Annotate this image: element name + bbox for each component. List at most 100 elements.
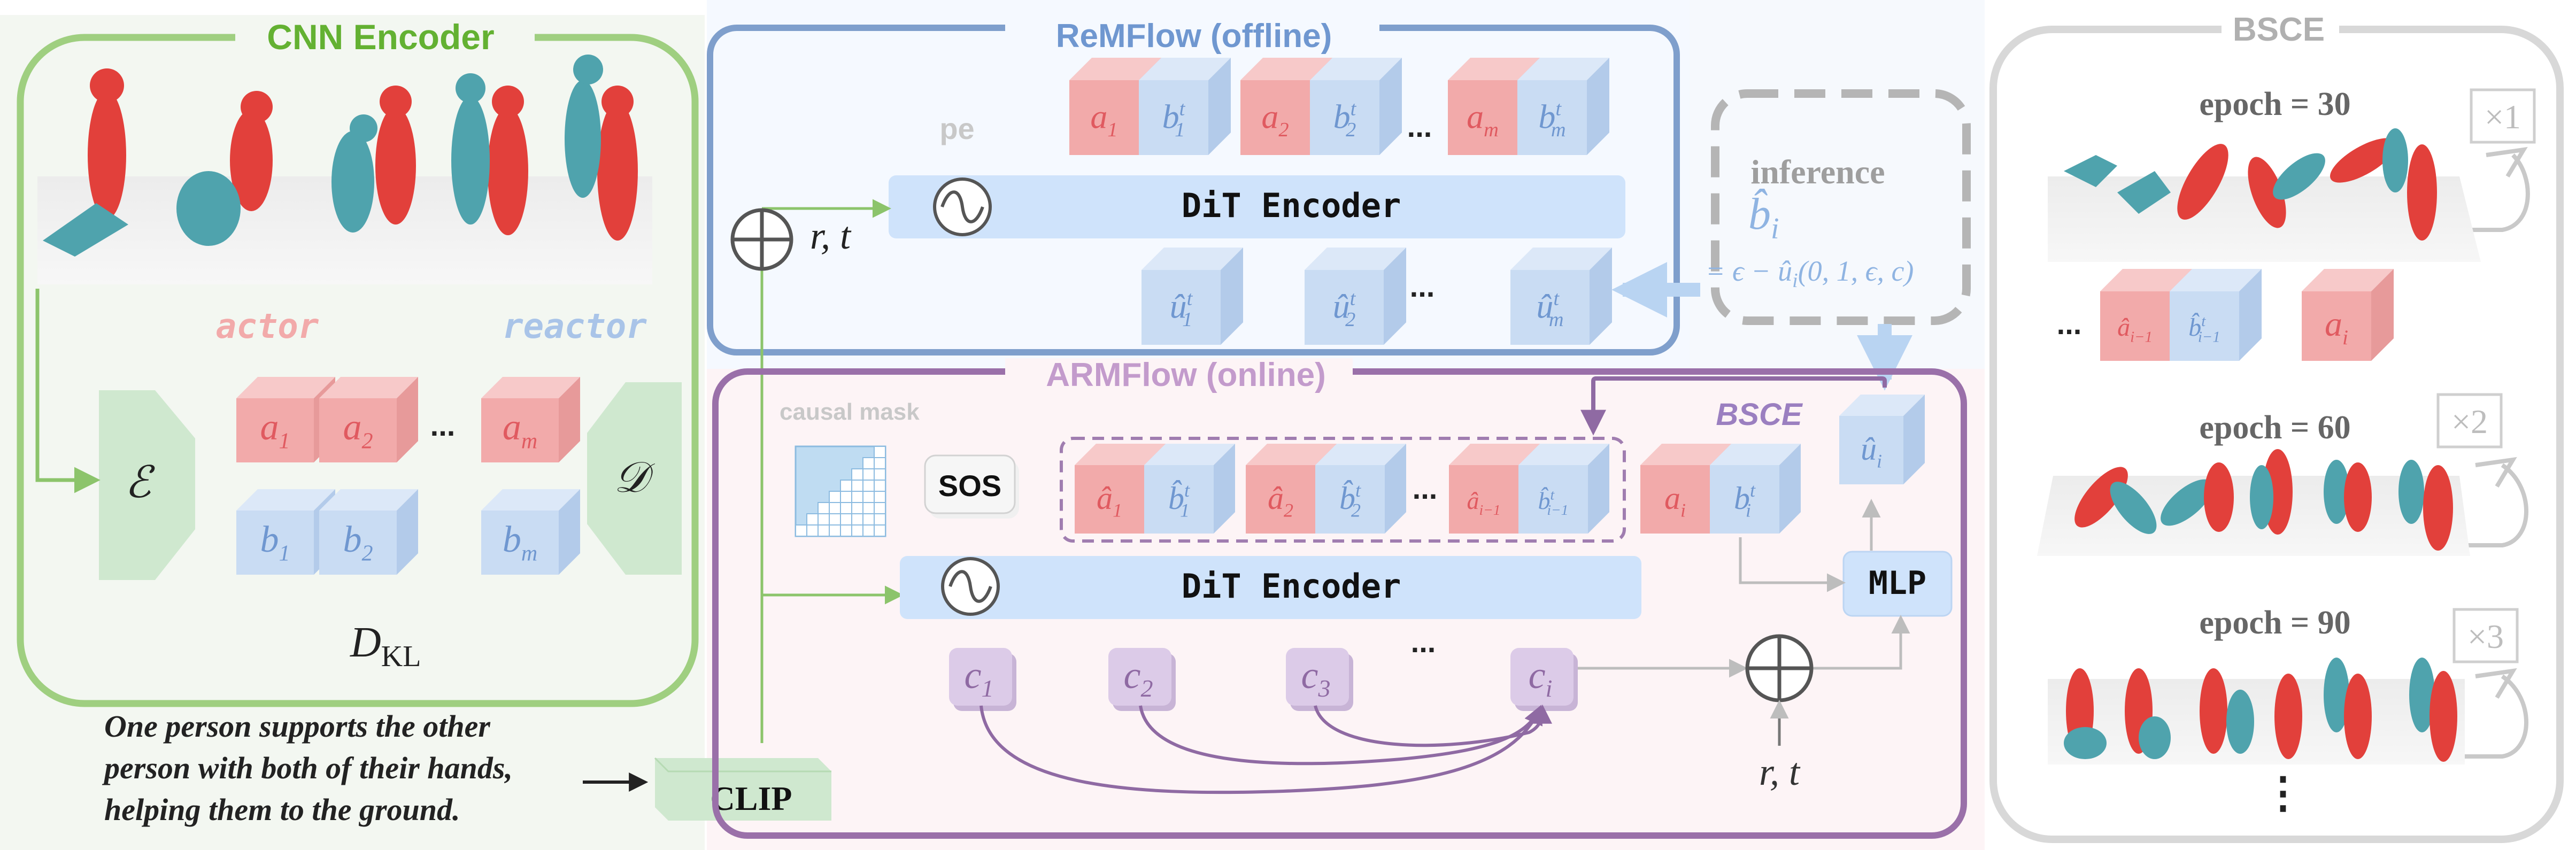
cnn-reactor-cube-1-label: b1 — [260, 519, 290, 566]
armflow-sinusoid-icon — [941, 557, 1000, 616]
epoch-60-label: epoch = 60 — [2199, 409, 2350, 446]
cnn-reactor-cube-3: bm — [481, 489, 580, 575]
remflow-dit-encoder-label: DiT Encoder — [1182, 186, 1401, 225]
bsce-label: BSCE — [1716, 397, 1803, 432]
inference-label: inference — [1750, 153, 1885, 191]
bsce-token-1-label: âi−1 — [2117, 313, 2153, 346]
remflow-sinusoid-icon — [933, 177, 992, 236]
armflow-output-cube-label: ûi — [1861, 431, 1882, 472]
vae-encoder-symbol: ℰ — [125, 458, 155, 507]
cnn-motion-figures — [43, 55, 638, 257]
remflow-token-3-label: a2 — [1261, 98, 1289, 141]
remflow-token-5-label: am — [1467, 98, 1499, 141]
vae-decoder-block — [587, 382, 682, 575]
cnn-actor-cube-3-label: am — [503, 407, 537, 454]
remflow-title: ReMFlow (offline) — [1056, 18, 1332, 55]
epoch-60-motion — [2037, 449, 2470, 556]
cnn-encoder-panel: CNN Encoder actor reactor ℰ 𝒟 a1b1a2b2am… — [17, 17, 699, 707]
repeat-x2: ×2 — [2436, 393, 2528, 547]
armflow-window-ellipsis: ... — [1413, 472, 1438, 505]
cnn-actor-cube-2: a2 — [319, 377, 418, 462]
sos-token: SOS — [924, 454, 1019, 519]
cnn-cube-ellipsis: ... — [430, 408, 456, 442]
condition-token-2-label: c2 — [1124, 654, 1153, 702]
vae-encoder-block — [99, 390, 195, 580]
remflow-output-ellipsis: ... — [1410, 269, 1435, 303]
mlp-label: MLP — [1869, 565, 1926, 602]
remflow-dit-encoder — [889, 175, 1625, 238]
svg-text:×2: ×2 — [2451, 403, 2488, 441]
condition-tokens: c1 c2 c3 ci — [949, 648, 1578, 711]
bsce-token-ellipsis: ... — [2057, 307, 2082, 341]
actor-label: actor — [216, 307, 319, 346]
cnn-reactor-cube-1: b1 — [236, 489, 335, 575]
armflow-rt-label: r, t — [1759, 751, 1801, 793]
prompt-line-3: helping them to the ground. — [104, 792, 460, 827]
condition-token-4-label: ci — [1529, 654, 1553, 702]
cnn-reactor-cube-2: b2 — [319, 489, 418, 575]
bt-to-mlp-arrow — [1739, 537, 1846, 592]
armflow-dit-encoder — [900, 556, 1641, 619]
clip-label: CLIP — [711, 779, 792, 817]
sos-label: SOS — [938, 469, 1001, 503]
bsce-token-3-label: ai — [2325, 305, 2348, 349]
prompt-line-2: person with both of their hands, — [102, 751, 513, 785]
causal-mask-grid — [795, 445, 886, 537]
inference-formula: = ϵ − ûi(0, 1, ϵ, c) — [1706, 255, 1914, 292]
cnn-actor-cube-3: am — [481, 377, 580, 462]
bsce-vdots: ⋮ — [2262, 770, 2304, 817]
bsce-feedback-arrow — [1580, 376, 1887, 436]
svg-text:×1: ×1 — [2485, 98, 2521, 136]
armflow-window-token-5-label: âi−1 — [1467, 487, 1500, 518]
remflow-token-1-label: a1 — [1090, 98, 1117, 141]
bsce-panel-title: BSCE — [2233, 11, 2325, 48]
inference-bhat: b̂i — [1748, 188, 1779, 245]
bsce-panel: BSCE epoch = 30 epoch = 60 epoch = 90 ×1… — [1989, 11, 2564, 843]
remflow-rt-label: r, t — [810, 214, 852, 257]
time-conditioning: r, t — [730, 199, 904, 743]
condition-token-3-label: c3 — [1301, 654, 1331, 702]
cnn-actor-cube-2-label: a2 — [343, 407, 373, 454]
kl-divergence: DKL — [350, 619, 421, 673]
epoch-30-motion — [2048, 128, 2481, 262]
positional-encoding-label: pe — [939, 112, 974, 145]
remflow-token-ellipsis: ... — [1407, 110, 1432, 143]
epoch-90-motion — [2048, 658, 2465, 764]
text-prompt: One person supports the other person wit… — [102, 709, 649, 827]
bsce-token-3: ai — [2302, 269, 2394, 361]
armflow-window-token-3-label: â2 — [1268, 481, 1293, 521]
plus-to-mlp-arrow — [1811, 615, 1910, 670]
condition-token-1: c1 — [949, 648, 1016, 711]
condition-token-2: c2 — [1108, 648, 1176, 711]
condition-token-1-label: c1 — [965, 654, 994, 702]
armflow-current-token-1-label: ai — [1664, 481, 1686, 521]
svg-text:×3: ×3 — [2467, 617, 2504, 655]
condition-ellipsis: ... — [1411, 625, 1436, 659]
inference-panel: inference b̂i = ϵ − ûi(0, 1, ϵ, c) — [1611, 89, 1971, 391]
armflow-output-cube: ûi — [1839, 395, 1925, 484]
condition-token-3: c3 — [1286, 648, 1353, 711]
